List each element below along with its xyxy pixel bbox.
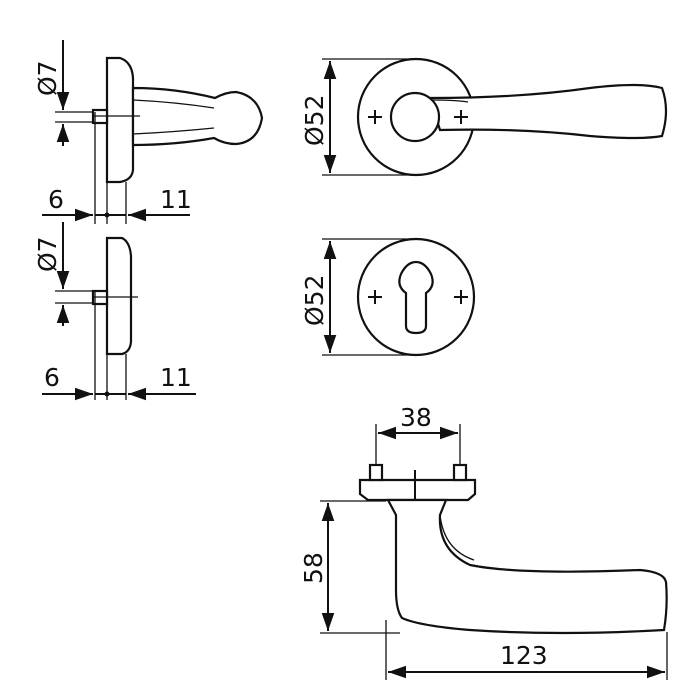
lever-hub [389,91,441,143]
side-bottom-right-label: 11 [160,363,192,392]
side-bottom-diameter-label: Ø7 [33,236,62,272]
screw-right [452,463,468,482]
lever-arm [131,86,264,147]
side-view-keyhole-rose: Ø7 6 11 [33,222,196,401]
side-top-left-label: 6 [48,185,64,214]
screw-plus-right [454,110,468,124]
side-top-right-label: 11 [160,185,192,214]
front-view-lever: Ø52 [300,57,668,177]
front-lever [428,83,668,140]
keyhole-rose-plate [105,236,133,356]
plan-width-label: 38 [400,403,432,432]
screw-left [368,463,384,482]
side-top-diameter-label: Ø7 [33,60,62,96]
plan-lever-body [386,498,668,635]
rose-plate [105,56,135,184]
mounting-plate [358,478,477,502]
front-top-diameter-label: Ø52 [300,95,329,147]
keyhole-cutout [398,260,434,335]
plan-length-label: 123 [500,641,548,670]
plan-view-lever: 38 58 123 [299,403,668,680]
side-view-lever-rose: Ø7 6 11 [33,40,264,224]
front-bottom-diameter-label: Ø52 [300,275,329,327]
screw-plus-left [368,290,382,304]
screw-plus-right [454,290,468,304]
side-bottom-left-label: 6 [44,363,60,392]
plan-height-label: 58 [299,552,328,584]
screw-plus-left [368,110,382,124]
front-view-keyhole: Ø52 [300,237,476,357]
